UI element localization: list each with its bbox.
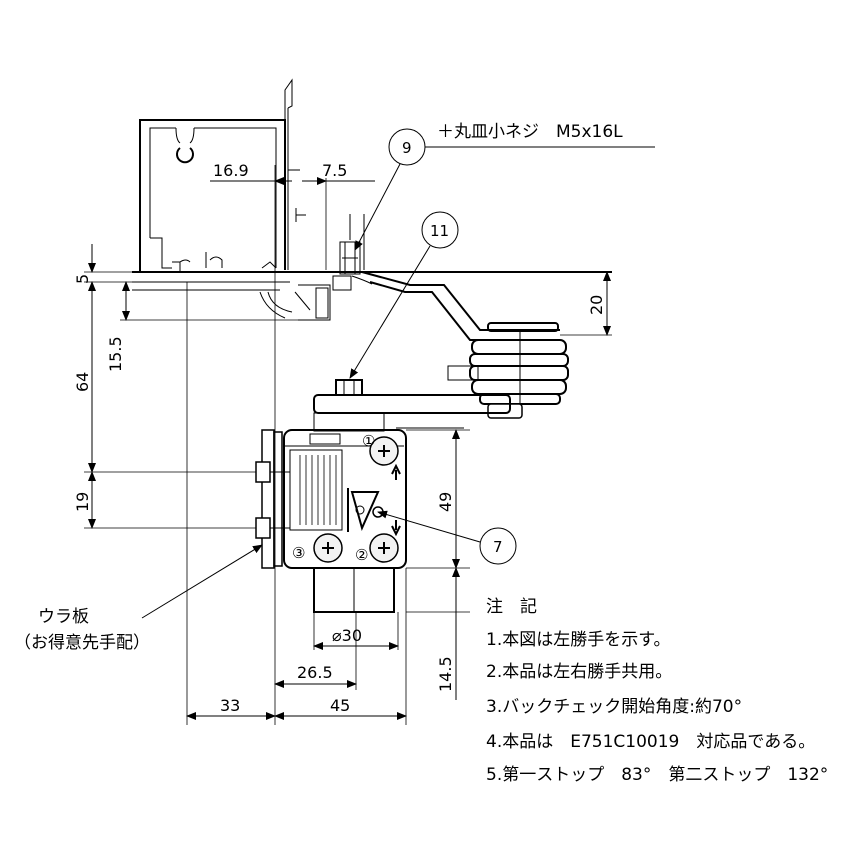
callout-7: 7 [377,510,517,565]
notes-title: 注 記 [486,597,537,617]
notes-block: 注 記 1.本図は左勝手を示す。 2.本品は左右勝手共用。 3.バックチェック開… [486,597,828,785]
dim-16-9: 16.9 [213,161,249,180]
dim-19: 19 [73,492,92,512]
dim-20: 20 [587,295,606,315]
back-plate-label-1: ウラ板 [38,607,89,627]
device-mark-3: ③ [292,544,305,562]
screw-label: ＋丸皿小ネジ M5x16L [437,122,623,142]
note-5: 5.第一ストップ 83° 第二ストップ 132° [486,765,828,785]
dim-30: ⌀30 [332,626,362,645]
dim-7-5: 7.5 [322,161,347,180]
lever-arm [361,271,560,341]
dim-5: 5 [73,274,92,284]
note-2: 2.本品は左右勝手共用。 [486,662,672,682]
screw-part [339,214,365,275]
frame-header [132,271,612,321]
callout-9: 9 [354,128,655,251]
callout-11-label: 11 [430,222,449,240]
callout-9-label: 9 [402,139,412,157]
device-body: ① ② ③ [255,429,407,613]
extension-lines [84,165,612,725]
dimension-lines [88,177,611,720]
dim-15-5: 15.5 [106,336,125,372]
door-profile [139,78,306,272]
device-mark-2: ② [355,546,368,564]
device-mark-1: ① [362,432,375,450]
back-plate-label-2: （お得意先手配） [14,633,150,653]
dim-26-5: 26.5 [297,663,333,682]
note-3: 3.バックチェック開始角度:約70° [486,697,742,717]
dim-45: 45 [330,696,350,715]
note-1: 1.本図は左勝手を示す。 [486,630,671,650]
callout-7-label: 7 [493,538,503,556]
callout-11: 11 [349,211,459,379]
dim-14-5: 14.5 [436,656,455,692]
dim-33: 33 [220,696,240,715]
dim-49: 49 [436,492,455,512]
dim-64: 64 [73,372,92,392]
back-plate-leader [141,544,263,619]
arm-plate [313,379,511,432]
note-4: 4.本品は E751C10019 対応品である。 [486,732,815,752]
roller-assembly [447,322,569,419]
